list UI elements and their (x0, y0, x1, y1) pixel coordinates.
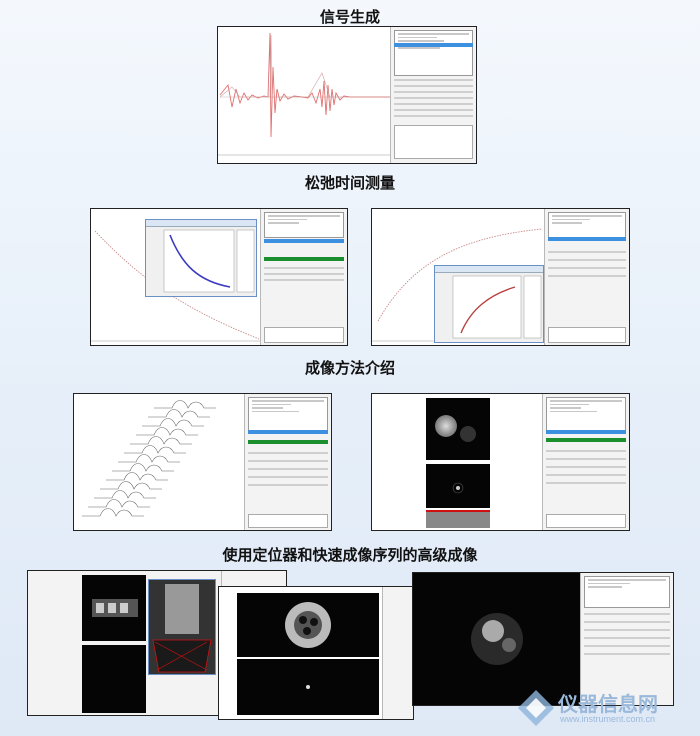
fast-imaging-window[interactable] (218, 586, 414, 720)
red-marker (426, 510, 490, 512)
echo-line (124, 445, 186, 454)
watermark-url: www.instrument.com.cn (560, 714, 656, 724)
t2-relax-window[interactable] (371, 208, 630, 346)
localizer-3d-view[interactable] (148, 579, 216, 675)
echo-progress-bar (248, 440, 328, 444)
instrument-logo-icon (518, 690, 554, 726)
t2-plot (372, 209, 546, 345)
section-title-signal: 信号生成 (319, 8, 380, 26)
signal-sequence-list[interactable] (394, 30, 473, 76)
section-title-relaxation: 松弛时间测量 (304, 174, 395, 192)
echo-line (136, 427, 198, 436)
t1-sequence-list[interactable] (264, 212, 344, 238)
t1-relax-window[interactable] (90, 208, 348, 346)
series-image (413, 573, 581, 705)
t1-params-box (264, 327, 344, 343)
t2-params-box (548, 327, 626, 343)
localizer-kspace (82, 645, 146, 713)
sequence-series-window[interactable] (412, 572, 674, 706)
echo-train-chart (82, 400, 216, 517)
t1-plot (91, 209, 262, 345)
result-control-panel[interactable] (542, 394, 629, 530)
signal-window[interactable] (217, 26, 477, 164)
result-list-selection[interactable] (546, 430, 626, 434)
t1-progress-bar (264, 257, 344, 261)
echo-line (130, 436, 192, 445)
echo-line (88, 499, 150, 508)
imaging-echo-window[interactable] (73, 393, 332, 531)
gray-strip (426, 512, 490, 528)
localizer-sagittal (82, 575, 146, 641)
echo-list-selection[interactable] (248, 430, 328, 434)
result-params-box (546, 514, 626, 528)
watermark: 仪器信息网 www.instrument.com.cn (516, 686, 686, 730)
echo-train-plot (74, 394, 245, 530)
fast-image-axial (237, 593, 379, 657)
t2-fit-chart (452, 275, 542, 339)
result-sequence-list[interactable] (546, 397, 626, 431)
signal-plot (218, 27, 391, 163)
series-panel[interactable] (580, 573, 673, 705)
section-title-advanced: 使用定位器和快速成像序列的高级成像 (222, 546, 478, 564)
series-sequence-list[interactable] (584, 576, 670, 608)
signal-params-box (394, 125, 473, 159)
t1-decay-chart (91, 230, 262, 342)
echo-control-panel[interactable] (244, 394, 331, 530)
echo-line (106, 472, 168, 481)
echo-line (94, 490, 156, 499)
signal-list-selection[interactable] (394, 43, 473, 47)
fast-image-kspace (237, 659, 379, 715)
watermark-brand: 仪器信息网 (558, 692, 658, 716)
fast-imaging-panel[interactable] (382, 587, 413, 719)
phantom-image (426, 398, 490, 460)
echo-sequence-list[interactable] (248, 397, 328, 431)
echo-line (112, 463, 174, 472)
localizer-slices (152, 584, 212, 673)
t2-fit-dialog[interactable] (434, 265, 544, 343)
signal-chart (218, 32, 391, 156)
t2-sequence-list[interactable] (548, 212, 626, 238)
echo-line (154, 400, 216, 409)
kspace-image (426, 464, 490, 508)
echo-line (148, 409, 210, 418)
imaging-result-window[interactable] (371, 393, 630, 531)
signal-trace (219, 32, 390, 138)
echo-line (100, 481, 162, 490)
t1-fit-chart (163, 229, 255, 293)
echo-params-box (248, 514, 328, 528)
echo-line (142, 418, 204, 427)
t1-control-panel[interactable] (260, 209, 347, 345)
t2-control-panel[interactable] (544, 209, 629, 345)
t2-list-selection[interactable] (548, 237, 626, 241)
section-title-imaging: 成像方法介绍 (304, 359, 395, 377)
image-viewer (372, 394, 543, 530)
signal-control-panel[interactable] (390, 27, 476, 163)
t1-list-selection[interactable] (264, 239, 344, 243)
echo-line (82, 508, 144, 517)
echo-line (118, 454, 180, 463)
result-progress-bar (546, 438, 626, 442)
t1-fit-dialog[interactable] (145, 219, 257, 297)
